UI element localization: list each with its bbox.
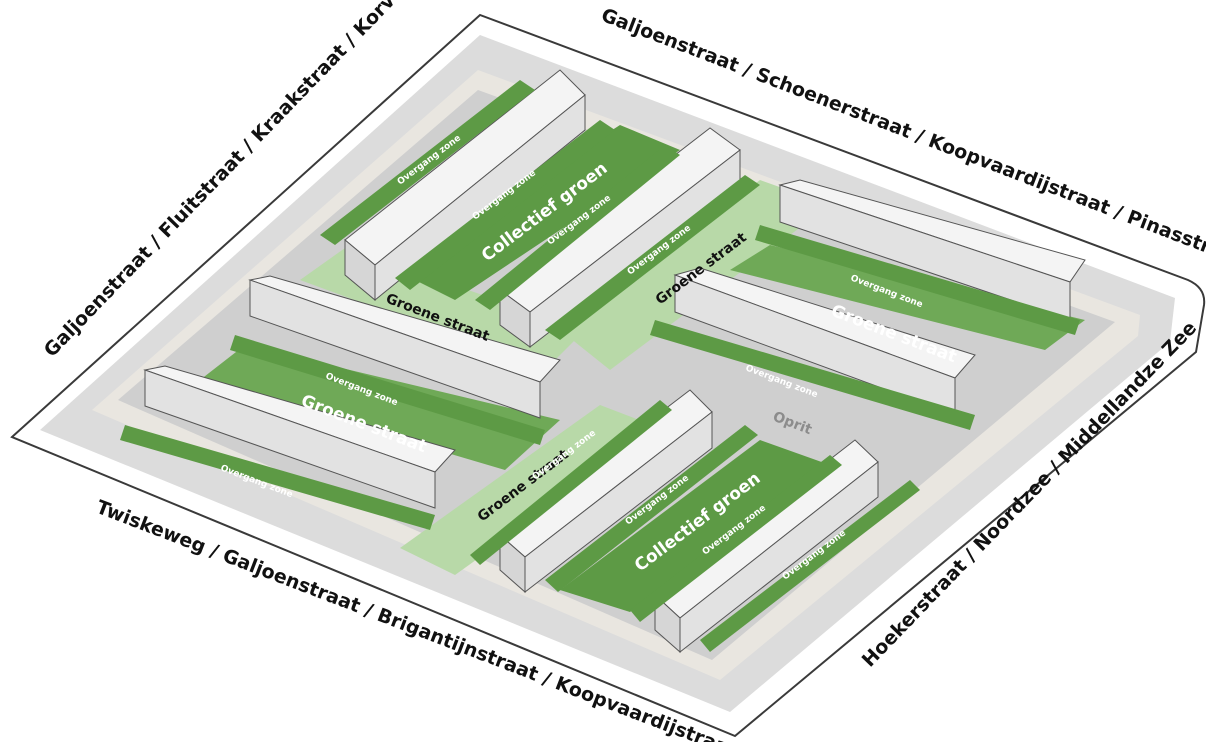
- building-s-1: [499, 389, 713, 594]
- buildings: [143, 69, 1086, 654]
- groene-straat-east: [730, 245, 1085, 350]
- collectief-groen-north: [395, 125, 680, 300]
- groene-straat-west: [200, 345, 560, 470]
- transition-zones: [120, 80, 1080, 652]
- building-w-2: [143, 365, 456, 509]
- building-nw-2: [499, 127, 741, 349]
- collectief-groen-south: [560, 440, 830, 612]
- building-w-1: [248, 275, 561, 419]
- building-nw-1: [344, 69, 586, 302]
- green-street-sw: [400, 405, 660, 575]
- building-s-2: [654, 439, 879, 654]
